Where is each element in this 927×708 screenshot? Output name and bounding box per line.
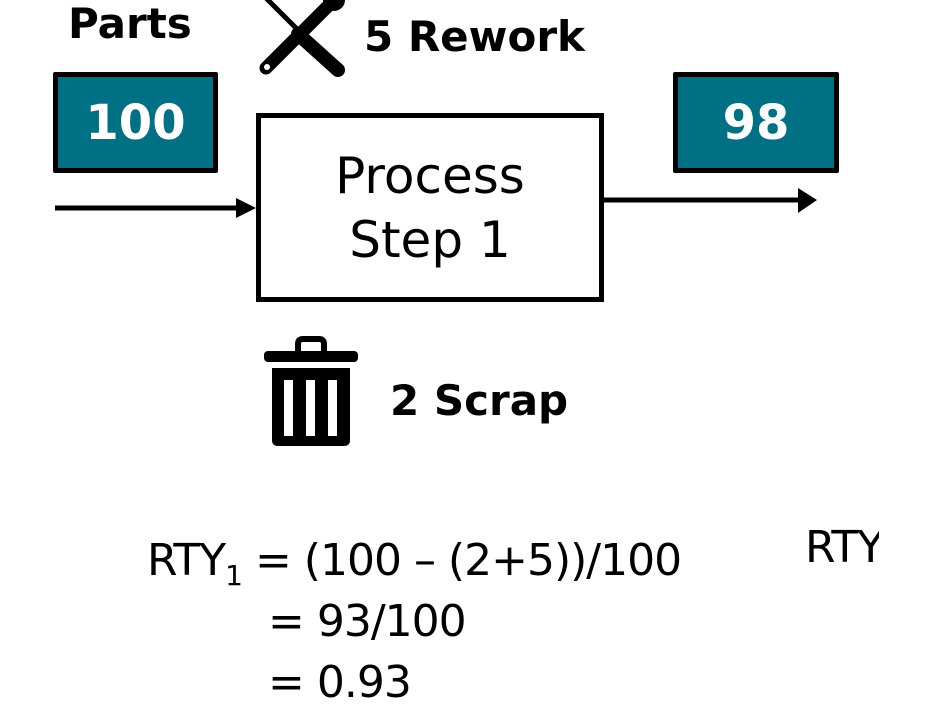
rty-formula-rhs: = (100 – (2+5))/100: [254, 535, 682, 586]
parts-label: Parts: [68, 0, 192, 48]
rty-formula-line3: = 0.93: [268, 657, 412, 708]
rework-label: 5 Rework: [364, 12, 585, 61]
process-step-line1: Process: [335, 146, 525, 205]
process-step-line2: Step 1: [349, 210, 511, 269]
output-count: 98: [722, 94, 790, 151]
output-arrow: [603, 188, 817, 213]
rty-subscript: 1: [225, 559, 243, 592]
trash-can-icon: [264, 336, 358, 446]
wrench-screwdriver-icon: [259, 0, 345, 77]
rty-formula-line2: = 93/100: [268, 596, 467, 647]
rty-symbol: RTY: [147, 535, 226, 586]
scrap-label: 2 Scrap: [390, 376, 569, 425]
rty-formula-right-partial: RTY: [805, 526, 879, 570]
rty-formula-line1: RTY1 = (100 – (2+5))/100: [147, 539, 682, 592]
output-count-box: 98: [673, 72, 839, 173]
process-step-box: Process Step 1: [256, 113, 604, 302]
input-count: 100: [85, 94, 186, 151]
input-arrow: [55, 198, 256, 218]
input-count-box: 100: [53, 72, 218, 173]
